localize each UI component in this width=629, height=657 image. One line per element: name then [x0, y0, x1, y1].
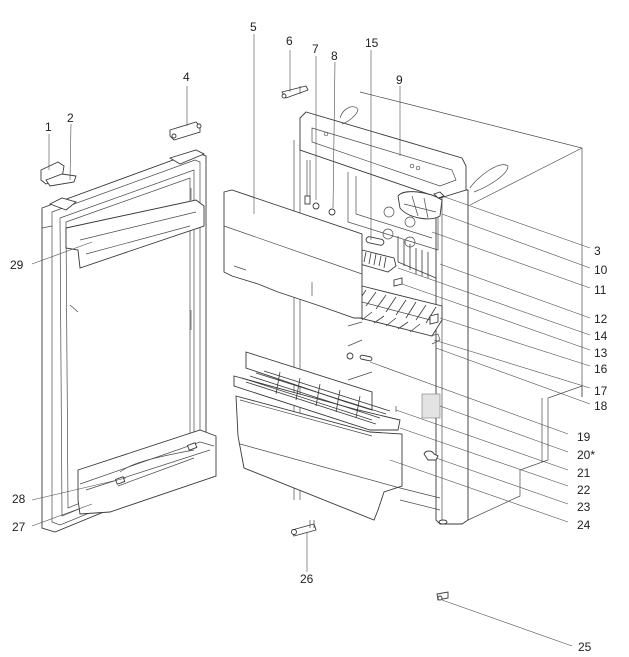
- callout-19: 19: [577, 430, 591, 444]
- callout-27: 27: [12, 520, 26, 534]
- callout-3: 3: [594, 244, 601, 258]
- callout-9: 9: [396, 73, 403, 87]
- callout-24: 24: [577, 518, 591, 532]
- callout-4: 4: [183, 70, 190, 84]
- callout-1: 1: [45, 120, 52, 134]
- callout-15: 15: [365, 36, 379, 50]
- callout-2: 2: [67, 111, 74, 125]
- hinge-cover-part-1: [40, 161, 77, 187]
- rating-label-plate: [421, 393, 441, 419]
- leader-lines: [31, 34, 591, 647]
- callout-20: 20*: [577, 448, 595, 462]
- door-bottom-bin: [77, 429, 217, 515]
- hinge-cover-part-4: [169, 121, 202, 141]
- callout-21: 21: [577, 466, 591, 480]
- callout-16: 16: [594, 362, 608, 376]
- callout-18: 18: [594, 399, 608, 413]
- freezer-flap: [223, 189, 363, 319]
- lower-shelf-rack: [233, 351, 401, 431]
- callout-labels: 1 2 3 4 5 6 7 8 9 10 11 12 13 14 15 16 1…: [10, 20, 608, 654]
- callout-25: 25: [578, 640, 592, 654]
- callout-11: 11: [594, 283, 607, 297]
- callout-28: 28: [12, 492, 26, 506]
- callout-17: 17: [594, 384, 608, 398]
- small-part-25: [436, 591, 449, 601]
- callout-14: 14: [594, 329, 608, 343]
- callout-13: 13: [594, 346, 608, 360]
- cabinet-body: [293, 91, 583, 525]
- callout-26: 26: [300, 572, 314, 586]
- bottom-hinge-part-26: [291, 520, 317, 537]
- callout-10: 10: [594, 263, 608, 277]
- callout-12: 12: [594, 312, 608, 326]
- crisper-bin: [235, 395, 403, 521]
- callout-29: 29: [10, 258, 24, 272]
- callout-22: 22: [577, 483, 591, 497]
- callout-23: 23: [577, 500, 591, 514]
- callout-6: 6: [286, 34, 293, 48]
- door-top-shelf: [65, 199, 205, 269]
- callout-8: 8: [331, 49, 338, 63]
- callout-5: 5: [250, 20, 257, 34]
- callout-7: 7: [312, 42, 319, 56]
- hinge-pin-part-6: [281, 85, 309, 99]
